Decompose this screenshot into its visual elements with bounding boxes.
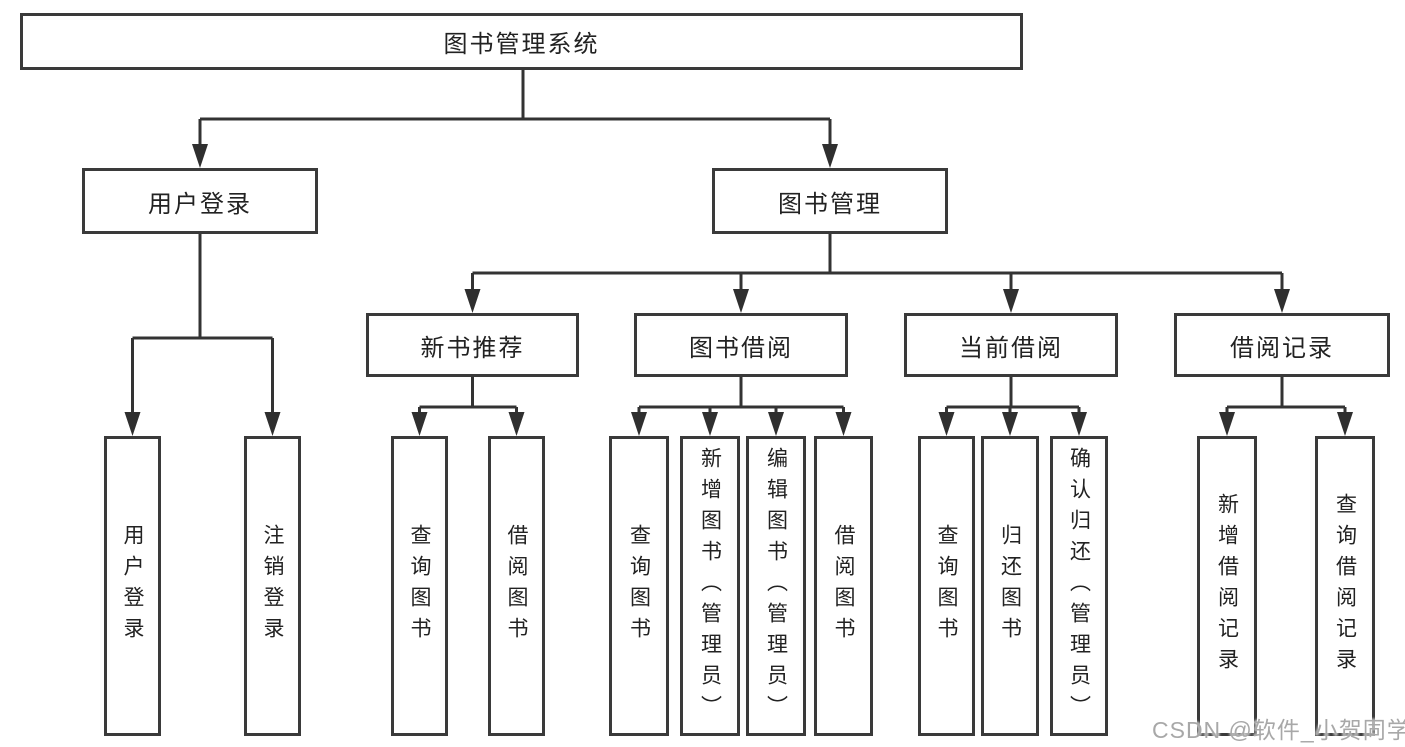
node-borrow-records: 借阅记录 [1174, 313, 1390, 377]
arrow-down-icon [768, 412, 784, 436]
arrow-down-icon [1274, 289, 1290, 313]
leaf-query-borrow-record: 查询借阅记录 [1315, 436, 1375, 736]
arrow-down-icon [631, 412, 647, 436]
leaf-query-books-recommend: 查询图书 [391, 436, 448, 736]
arrow-down-icon [508, 412, 525, 436]
arrow-down-icon [822, 144, 838, 168]
arrow-down-icon [124, 412, 141, 436]
leaf-edit-book-admin: 编辑图书（管理员） [746, 436, 806, 736]
leaf-return-book: 归还图书 [981, 436, 1039, 736]
leaf-add-book-admin: 新增图书（管理员） [680, 436, 740, 736]
arrow-down-icon [411, 412, 428, 436]
arrow-down-icon [1219, 412, 1235, 436]
arrow-down-icon [1071, 412, 1087, 436]
arrow-down-icon [192, 144, 208, 168]
leaf-confirm-return-admin: 确认归还（管理员） [1050, 436, 1108, 736]
node-current-borrow: 当前借阅 [904, 313, 1118, 377]
node-user-login: 用户登录 [82, 168, 318, 234]
node-new-book-recommend: 新书推荐 [366, 313, 579, 377]
arrow-down-icon [733, 289, 749, 313]
arrow-down-icon [1337, 412, 1353, 436]
arrow-down-icon [702, 412, 718, 436]
arrow-down-icon [1003, 289, 1019, 313]
node-library-system: 图书管理系统 [20, 13, 1023, 70]
watermark: CSDN @软件_小贺同学 [1152, 717, 1405, 743]
node-book-management: 图书管理 [712, 168, 948, 234]
leaf-query-books-borrow: 查询图书 [609, 436, 669, 736]
leaf-borrow-books: 借阅图书 [814, 436, 873, 736]
leaf-borrow-books-recommend: 借阅图书 [488, 436, 545, 736]
arrow-down-icon [464, 289, 481, 313]
arrow-down-icon [1002, 412, 1018, 436]
arrowhead-icons [124, 144, 1353, 436]
leaf-query-books-current: 查询图书 [918, 436, 975, 736]
leaf-logout: 注销登录 [244, 436, 301, 736]
arrow-down-icon [835, 412, 852, 436]
leaf-add-borrow-record: 新增借阅记录 [1197, 436, 1257, 736]
arrow-down-icon [938, 412, 955, 436]
leaf-user-login: 用户登录 [104, 436, 161, 736]
arrow-down-icon [264, 412, 281, 436]
node-book-borrow: 图书借阅 [634, 313, 848, 377]
